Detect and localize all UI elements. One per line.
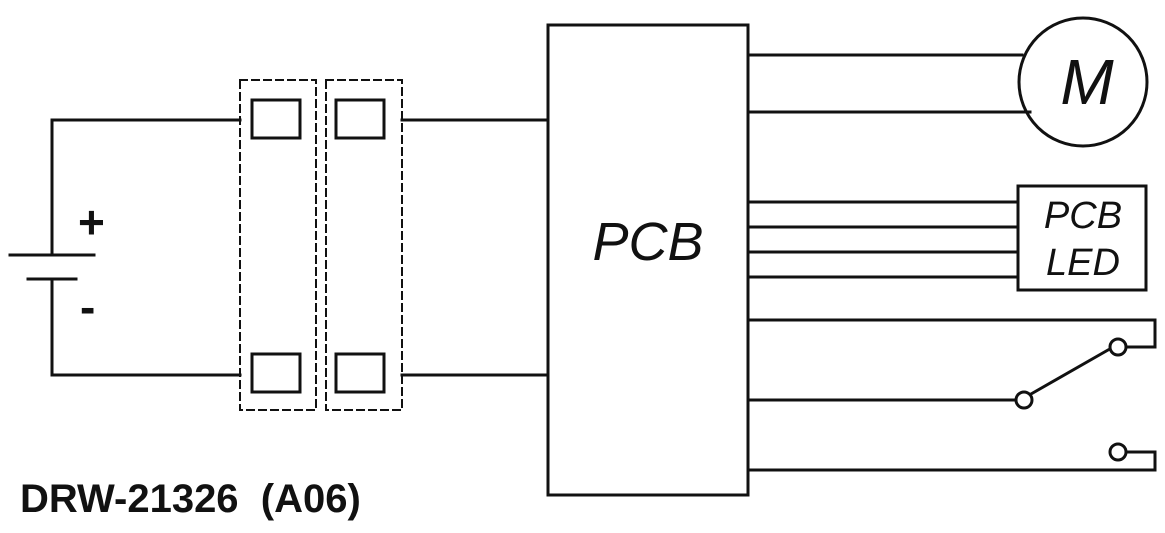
led-label-line1: PCB bbox=[1044, 195, 1122, 237]
led-box bbox=[1016, 184, 1148, 292]
led-wires bbox=[746, 200, 1020, 279]
switch-wires bbox=[746, 318, 1157, 472]
connector-left bbox=[239, 79, 317, 411]
motor-label: M bbox=[1060, 46, 1114, 118]
motor-symbol bbox=[1017, 16, 1149, 148]
drawing-number: DRW-21326 (A06) bbox=[20, 477, 361, 521]
battery-plus-label: + bbox=[78, 196, 105, 248]
motor-wires bbox=[746, 53, 1032, 114]
pcb-label: PCB bbox=[592, 212, 703, 272]
connector-right bbox=[325, 79, 403, 411]
battery-minus-label: - bbox=[80, 281, 95, 333]
led-label-line2: LED bbox=[1046, 242, 1120, 284]
battery-wires bbox=[50, 118, 242, 377]
battery-symbol bbox=[8, 253, 96, 281]
pcb-box bbox=[546, 23, 750, 497]
switch-symbol bbox=[1014, 337, 1128, 462]
connector-to-pcb-wires bbox=[400, 118, 550, 377]
